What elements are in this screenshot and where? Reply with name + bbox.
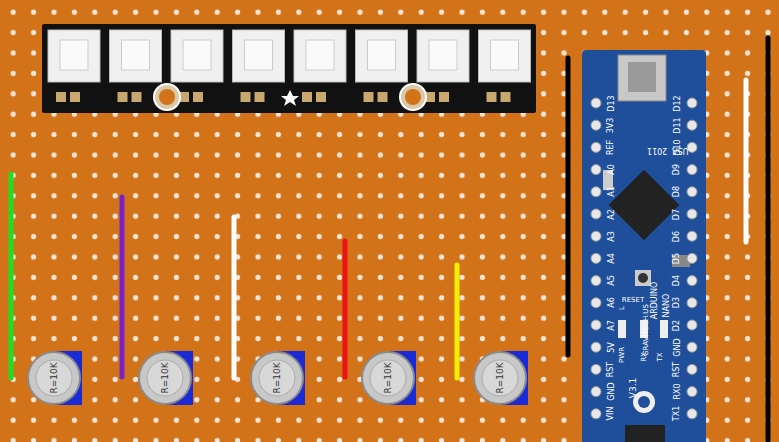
pin-label: RST — [673, 362, 682, 378]
trimmer-pot: R=10K — [472, 350, 528, 406]
pin-label: A3 — [607, 231, 616, 242]
pin-label: TX — [656, 352, 664, 361]
pin-label: V3.1 — [628, 378, 638, 398]
trimmer-pot: R=10K — [26, 350, 82, 406]
pin-label: A0 — [607, 164, 616, 175]
pin-label: GND — [607, 382, 616, 400]
value-label: R=10K — [495, 362, 505, 393]
pin-label: D11 — [673, 117, 682, 133]
pin-label: TX1 — [673, 406, 682, 421]
pin-label: D12 — [673, 95, 682, 111]
pin-label: REF — [607, 140, 616, 155]
pin-label: NANO — [663, 293, 672, 317]
pin-label: 3V3 — [607, 117, 616, 133]
pin-label: ARDUINO — [651, 281, 660, 319]
pin-label: A7 — [607, 320, 616, 331]
value-label: R=10K — [160, 362, 170, 393]
pin-label: RX0 — [672, 384, 681, 400]
pin-label: D3 — [673, 297, 682, 308]
arduino-nano — [582, 50, 706, 442]
pin-label: D6 — [673, 231, 682, 242]
pin-label: A1 — [607, 187, 616, 198]
pin-label: A5 — [607, 275, 616, 286]
pin-label: A4 — [607, 253, 616, 264]
pin-label: 2011 — [647, 146, 667, 155]
pin-label: D2 — [673, 319, 682, 330]
value-label: R=10K — [383, 362, 393, 393]
value-label: R=10K — [49, 362, 59, 393]
pin-label: PWR — [618, 347, 626, 363]
pin-label: GND — [673, 338, 682, 356]
trimmer-pot: R=10K — [249, 350, 305, 406]
pin-label: D4 — [673, 275, 682, 286]
pin-label: D8 — [673, 186, 682, 197]
led-stick — [42, 24, 536, 113]
pin-label: USA — [672, 146, 689, 155]
pin-label: L — [618, 306, 626, 310]
pin-label: RX — [640, 352, 648, 362]
pin-label: VIN — [606, 407, 615, 421]
pin-label: D13 — [607, 95, 616, 111]
value-label: R=10K — [272, 362, 282, 393]
pin-label: D5 — [673, 253, 682, 264]
pin-label: D9 — [673, 164, 682, 175]
pin-label: GRAVITECH.US — [642, 304, 650, 356]
pin-label: D7 — [673, 208, 682, 219]
pin-label: A6 — [607, 298, 616, 309]
trimmer-pot: R=10K — [137, 350, 193, 406]
pin-label: A2 — [607, 209, 616, 220]
pin-label: RESET — [622, 296, 644, 304]
pin-label: RST — [607, 362, 616, 378]
trimmer-pot: R=10K — [360, 350, 416, 406]
trimmer-bodies — [28, 351, 528, 405]
pin-label: 5V — [607, 342, 616, 353]
